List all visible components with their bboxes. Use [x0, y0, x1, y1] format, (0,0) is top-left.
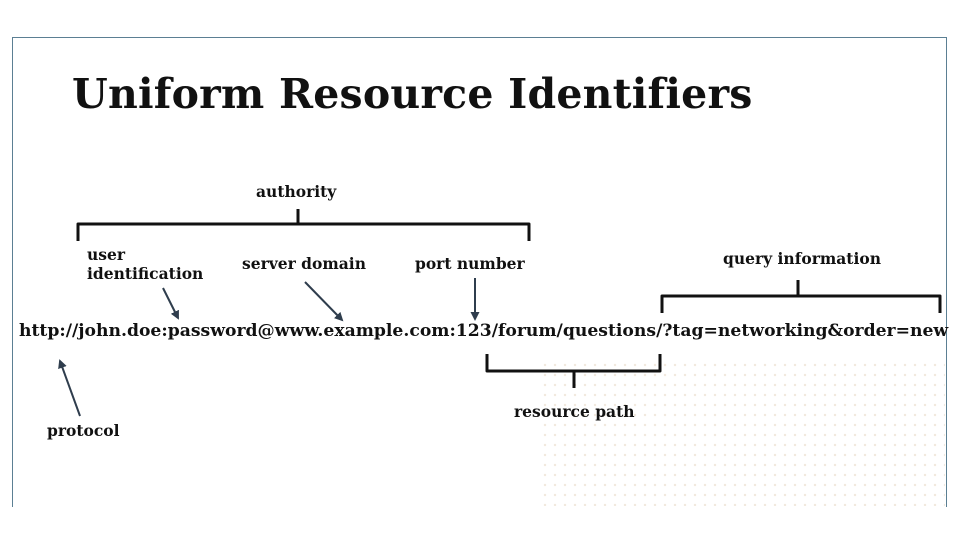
query-information-bracket [660, 280, 942, 313]
dot-pattern-decoration [540, 360, 945, 506]
protocol-arrow [58, 359, 81, 417]
slide-title: Uniform Resource Identifiers [72, 70, 753, 118]
resource-path-bracket [485, 354, 662, 388]
user-identification-label-line1: user [87, 245, 126, 264]
port-number-label: port number [415, 254, 525, 273]
query-information-label: query information [723, 249, 881, 268]
protocol-label: protocol [47, 421, 120, 440]
server-domain-arrow [304, 281, 344, 322]
user-identification-label-line2: identification [87, 264, 204, 283]
resource-path-label: resource path [514, 402, 635, 421]
server-domain-label: server domain [242, 254, 366, 273]
authority-label: authority [256, 182, 337, 201]
example-uri: http://john.doe:password@www.example.com… [19, 321, 949, 341]
user-identification-arrow [162, 287, 179, 320]
authority-bracket [76, 209, 531, 241]
